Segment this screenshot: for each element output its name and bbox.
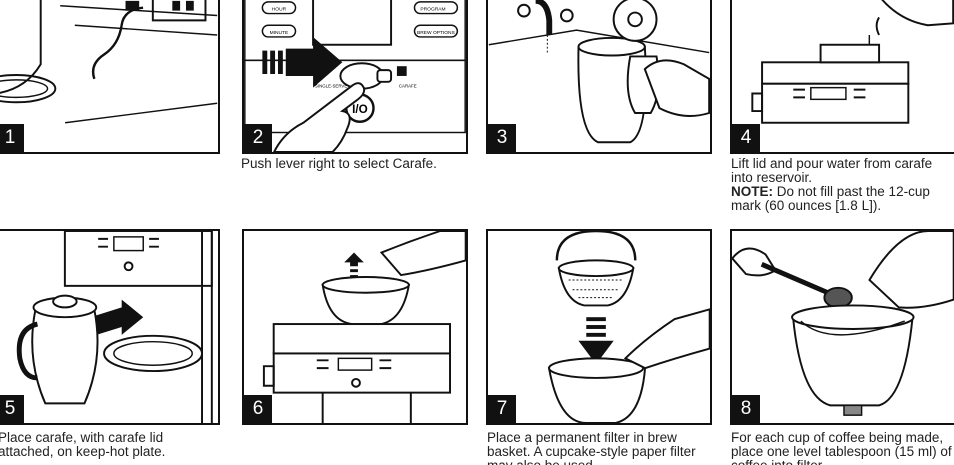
step-7-caption: Place a permanent filter in brew basket.… — [487, 431, 696, 465]
step-5-panel: 5 — [0, 229, 220, 425]
place-filter-illustration — [547, 231, 710, 423]
step-number: 3 — [488, 124, 516, 152]
step-6-panel: 6 — [242, 229, 468, 425]
step-4-caption: Lift lid and pour water from carafe into… — [731, 157, 954, 213]
step-number: 5 — [0, 395, 24, 423]
note-label: NOTE: — [731, 184, 773, 199]
step-5-caption: Place carafe, with carafe lid attached, … — [0, 431, 166, 459]
remove-brew-basket-illustration — [262, 231, 466, 423]
hour-button-label: HOUR — [272, 7, 287, 13]
step-number: 2 — [244, 124, 272, 152]
minute-button-label: MINUTE — [270, 30, 289, 36]
single-serve-label: SINGLE-SERVE — [315, 84, 347, 89]
fill-carafe-at-faucet-illustration — [488, 0, 710, 144]
place-carafe-illustration — [16, 231, 213, 423]
carafe-label: CARAFE — [399, 84, 417, 89]
coffee-maker-plug-illustration — [0, 0, 218, 124]
step-2-panel: HOUR MINUTE PROGRAM BREW OPTIONS SINGLE-… — [242, 0, 468, 154]
step-4-instruction: Lift lid and pour water from carafe into… — [731, 157, 933, 185]
step-8-caption: For each cup of coffee being made, place… — [731, 431, 952, 465]
note-text: Do not fill past the 12-cup mark (60 oun… — [731, 184, 930, 213]
add-coffee-illustration — [732, 231, 954, 416]
step-2-caption: Push lever right to select Carafe. — [241, 157, 437, 171]
pour-water-into-reservoir-illustration — [751, 0, 954, 124]
step-3-panel: 3 — [486, 0, 712, 154]
step-number: 1 — [0, 124, 24, 152]
step-number: 4 — [732, 124, 760, 152]
step-number: 7 — [488, 395, 516, 423]
program-button-label: PROGRAM — [420, 7, 445, 13]
step-7-panel: 7 — [486, 229, 712, 425]
brew-options-button-label: BREW OPTIONS — [417, 30, 456, 36]
step-1-panel: 1 — [0, 0, 220, 154]
control-panel-illustration: HOUR MINUTE PROGRAM BREW OPTIONS SINGLE-… — [244, 0, 466, 152]
step-number: 8 — [732, 395, 760, 423]
step-4-panel: 4 — [730, 0, 954, 154]
power-button-label: I/O — [352, 103, 368, 116]
step-8-panel: 8 — [730, 229, 954, 425]
step-number: 6 — [244, 395, 272, 423]
